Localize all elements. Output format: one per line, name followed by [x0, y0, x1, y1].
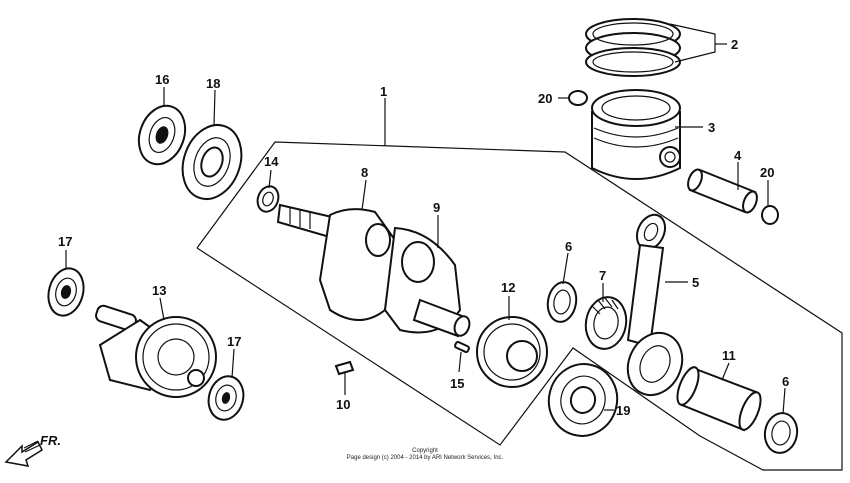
- callout-8: 8: [361, 165, 368, 180]
- callout-20-right: 20: [760, 165, 774, 180]
- callout-1: 1: [380, 84, 387, 99]
- balancer-shaft[interactable]: [95, 304, 217, 398]
- callout-3: 3: [708, 120, 715, 135]
- callout-17-lower: 17: [227, 334, 241, 349]
- bearing-16[interactable]: [131, 99, 193, 170]
- oil-seal-14[interactable]: [254, 183, 282, 214]
- assembly-outline: [196, 141, 843, 471]
- callout-17-upper: 17: [58, 234, 72, 249]
- piston-pin[interactable]: [685, 168, 759, 215]
- needle-bearing[interactable]: [582, 294, 630, 352]
- callout-15: 15: [450, 376, 464, 391]
- callout-9: 9: [433, 200, 440, 215]
- bearing-17-upper[interactable]: [43, 264, 88, 319]
- callout-19: 19: [616, 403, 630, 418]
- front-arrow-icon: FR.: [4, 433, 61, 467]
- callout-14: 14: [264, 154, 279, 169]
- bearing-17-lower[interactable]: [204, 372, 248, 423]
- callout-13: 13: [152, 283, 166, 298]
- pin-15[interactable]: [454, 340, 470, 354]
- key-10[interactable]: [334, 360, 355, 376]
- piston-rings[interactable]: [585, 18, 681, 77]
- callout-20-left: 20: [538, 91, 552, 106]
- piston[interactable]: [591, 89, 681, 180]
- callout-4: 4: [734, 148, 742, 163]
- crankshaft[interactable]: [276, 203, 472, 338]
- callout-6-upper: 6: [565, 239, 572, 254]
- callout-12: 12: [501, 280, 515, 295]
- thrust-washer-6-lower[interactable]: [762, 411, 800, 456]
- callout-10: 10: [336, 397, 350, 412]
- callout-6-lower: 6: [782, 374, 789, 389]
- front-direction-label: FR.: [40, 433, 61, 448]
- bearing-18[interactable]: [173, 117, 252, 208]
- copyright-line: Page design (c) 2004 - 2014 by ARI Netwo…: [346, 455, 504, 461]
- crank-pin[interactable]: [673, 364, 765, 432]
- callout-7: 7: [599, 268, 606, 283]
- leader-lines: [65, 23, 786, 415]
- callout-5: 5: [692, 275, 699, 290]
- circlip-left[interactable]: [568, 90, 588, 106]
- circlip-right[interactable]: [761, 205, 779, 225]
- timing-gear[interactable]: [476, 316, 548, 388]
- callouts: 1 2 3 4 5 6 6 7 8 9 10 11 12 13 14 15 16…: [58, 37, 789, 418]
- copyright-title: Copyright: [412, 448, 438, 454]
- connecting-rod[interactable]: [618, 210, 692, 404]
- thrust-washer-6-upper[interactable]: [545, 280, 580, 324]
- callout-16: 16: [155, 72, 169, 87]
- callout-11: 11: [722, 348, 736, 363]
- callout-2: 2: [731, 37, 738, 52]
- callout-18: 18: [206, 76, 220, 91]
- bearing-19[interactable]: [541, 356, 625, 443]
